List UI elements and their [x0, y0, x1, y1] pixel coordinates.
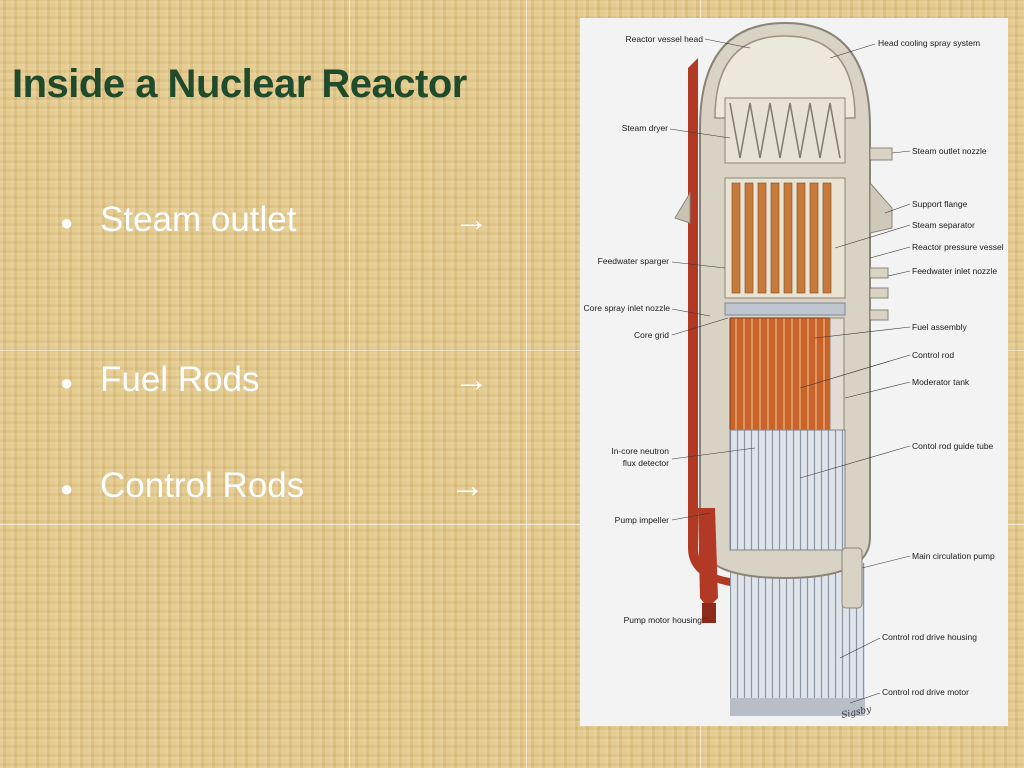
- label-pump-impeller: Pump impeller: [615, 515, 669, 525]
- vessel-red-shell: [688, 58, 730, 586]
- label-feedwater-sparger: Feedwater sparger: [598, 256, 670, 266]
- label-reactor-vessel-head: Reactor vessel head: [626, 34, 704, 44]
- grid-line: [349, 0, 350, 768]
- feedwater-nozzle-shape: [869, 287, 889, 299]
- slide-title: Inside a Nuclear Reactor: [12, 62, 467, 106]
- label-head-cooling-spray-system: Head cooling spray system: [878, 38, 980, 48]
- grid-line: [0, 524, 1024, 525]
- grid-line: [526, 0, 527, 768]
- label-control-rod-drive-motor: Control rod drive motor: [882, 687, 969, 697]
- steam-separator-tubes: [731, 182, 832, 294]
- pump-impeller-shape: [698, 508, 718, 608]
- core-grid-shape: [724, 302, 846, 316]
- feedwater-nozzle-shape: [869, 309, 889, 321]
- main-circulation-pump-shape: [841, 547, 863, 609]
- label-control-rod: Control rod: [912, 350, 954, 360]
- label-pump-motor-housing: Pump motor housing: [624, 615, 703, 625]
- fuel-assembly-shape: [729, 317, 831, 431]
- bullet-dot: ●: [60, 370, 74, 395]
- bullet-dot: ●: [60, 210, 74, 235]
- label-steam-separator: Steam separator: [912, 220, 975, 230]
- steam-outlet-nozzle-shape: [869, 147, 893, 161]
- label-fuel-assembly: Fuel assembly: [912, 322, 968, 332]
- support-flange-shape: [869, 181, 893, 234]
- reactor-cutaway-illustration: Reactor vessel head Steam dryer Feedwate…: [584, 21, 1004, 721]
- right-arrow-icon: →: [454, 200, 489, 239]
- label-feedwater-inlet-nozzle: Feedwater inlet nozzle: [912, 266, 997, 276]
- drive-motor-row: [730, 698, 865, 716]
- label-core-spray-inlet-nozzle: Core spray inlet nozzle: [584, 303, 671, 313]
- label-reactor-pressure-vessel: Reactor pressure vessel: [912, 242, 1004, 252]
- label-steam-outlet-nozzle: Steam outlet nozzle: [912, 146, 987, 156]
- bullet-steam-outlet: ● Steam outlet →: [60, 200, 500, 244]
- grid-line: [0, 350, 1024, 351]
- bullet-label: Fuel Rods: [100, 360, 260, 399]
- label-control-rod-drive-housing: Control rod drive housing: [882, 632, 977, 642]
- label-control-rod-guide-tube: Contol rod guide tube: [912, 441, 994, 451]
- label-flux-detector: flux detector: [623, 458, 669, 468]
- label-in-core-neutron: In-core neutron: [611, 446, 669, 456]
- bullet-dot: ●: [60, 476, 74, 501]
- feedwater-nozzle-shape: [869, 267, 889, 279]
- pump-motor-housing-shape: [702, 603, 716, 623]
- label-core-grid: Core grid: [634, 330, 669, 340]
- bullet-label: Steam outlet: [100, 200, 297, 239]
- bullet-fuel-rods: ● Fuel Rods →: [60, 360, 500, 404]
- label-moderator-tank: Moderator tank: [912, 377, 970, 387]
- bullet-control-rods: ● Control Rods →: [60, 466, 500, 510]
- label-steam-dryer: Steam dryer: [622, 123, 668, 133]
- right-arrow-icon: →: [450, 466, 485, 505]
- steam-dryer-vanes: [729, 102, 841, 159]
- support-flange-shape: [674, 191, 691, 224]
- reactor-diagram: Reactor vessel head Steam dryer Feedwate…: [580, 18, 1008, 726]
- control-rod-guide-tubes: [729, 429, 846, 551]
- label-support-flange: Support flange: [912, 199, 968, 209]
- bullet-label: Control Rods: [100, 466, 305, 505]
- label-main-circulation-pump: Main circulation pump: [912, 551, 995, 561]
- right-arrow-icon: →: [454, 360, 489, 399]
- callout-leader-lines: [669, 38, 911, 704]
